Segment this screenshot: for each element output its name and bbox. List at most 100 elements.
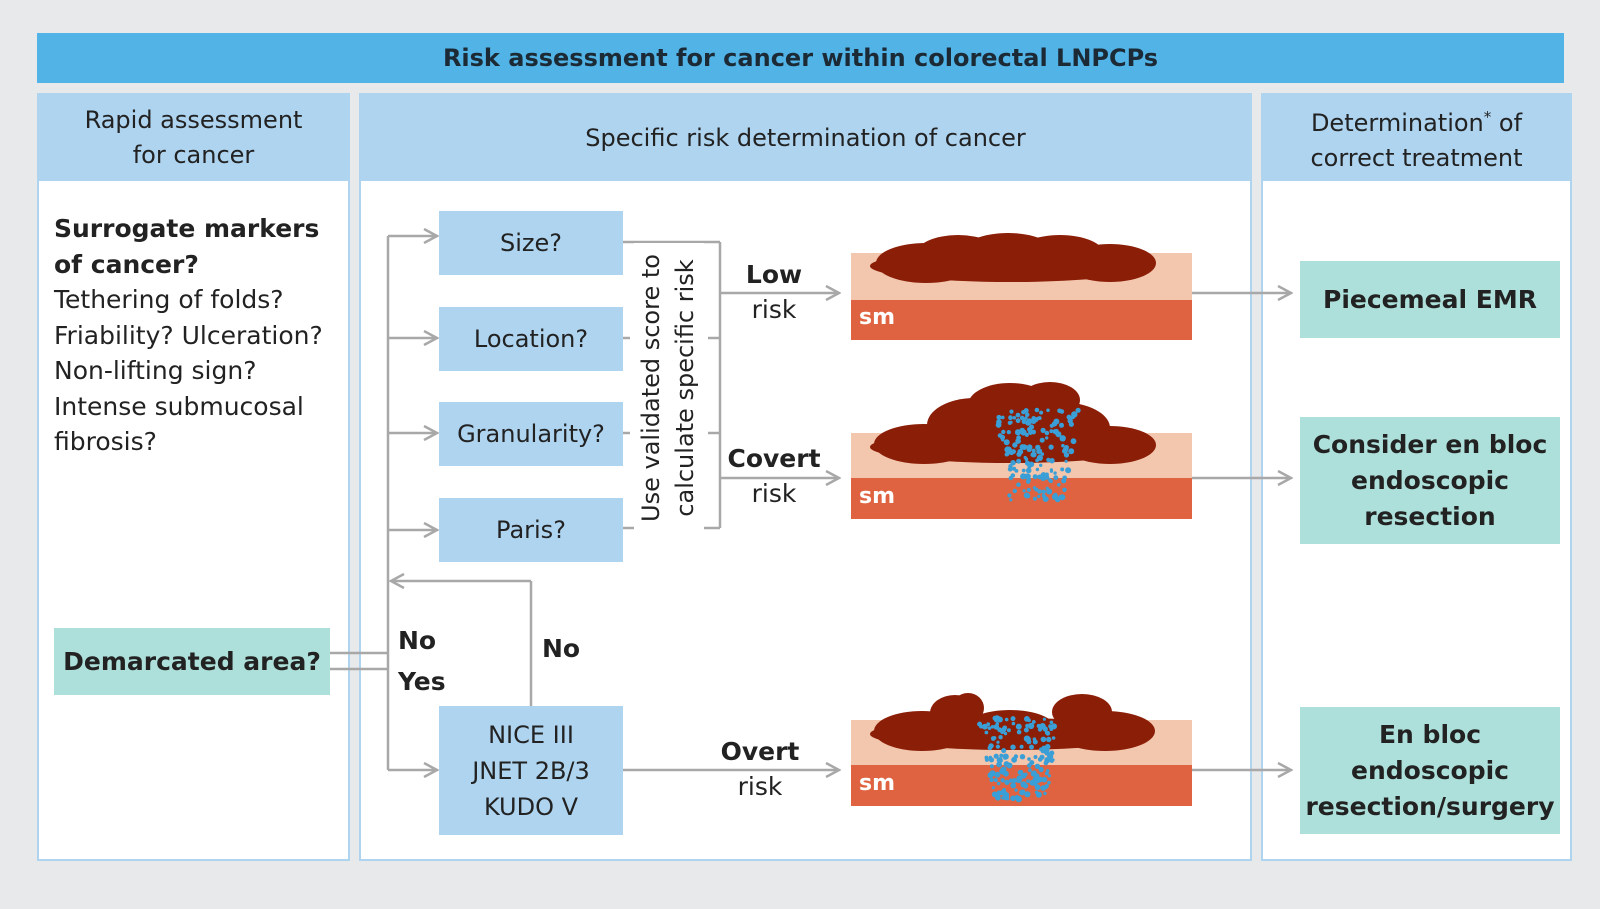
cancer-cell-dot: [1005, 451, 1010, 457]
submucosa-label: sm: [859, 484, 896, 509]
risk-level: Low: [745, 260, 803, 289]
cancer-cell-dot: [1032, 496, 1037, 501]
surrogate-heading: of cancer?: [54, 249, 199, 279]
cancer-cell-dot: [1019, 789, 1025, 796]
panel-header-specific-risk: Specific risk determination of cancer: [361, 95, 1250, 181]
cancer-cell-dot: [1039, 754, 1045, 760]
cancer-cell-dot: [995, 744, 1001, 749]
cancer-cell-dot: [1032, 474, 1038, 480]
cancer-cell-dot: [996, 781, 1001, 786]
cancer-cell-dot: [1048, 754, 1053, 759]
score-line: calculate specific risk: [671, 259, 699, 517]
cancer-cell-dot: [1012, 488, 1017, 494]
cancer-cell-dot: [1041, 489, 1047, 494]
cancer-cell-dot: [988, 755, 993, 760]
cancer-cell-dot: [1021, 419, 1027, 425]
cancer-cell-dot: [1014, 469, 1019, 473]
cancer-cell-dot: [1039, 437, 1045, 443]
cancer-cell-dot: [1063, 452, 1070, 458]
cancer-cell-dot: [1015, 723, 1022, 730]
cancer-cell-dot: [1041, 493, 1046, 498]
cancer-cell-dot: [1048, 444, 1054, 450]
cancer-cell-dot: [1026, 444, 1033, 451]
cancer-cell-dot: [1049, 423, 1054, 428]
treatment-line: Consider en bloc: [1312, 429, 1548, 459]
cancer-cell-dot: [1040, 785, 1046, 791]
treatment-line: En bloc: [1378, 719, 1482, 749]
cancer-cell-dot: [1051, 736, 1056, 740]
cancer-cell-dot: [1049, 727, 1054, 731]
criterion-location: Location?: [439, 307, 623, 371]
cancer-cell-dot: [1004, 446, 1011, 453]
cancer-cell-dot: [1046, 736, 1052, 743]
cancer-cell-dot: [1023, 408, 1029, 414]
treatment-consider-en-bloc: Consider en bloc endoscopic resection: [1300, 417, 1560, 544]
cancer-cell-dot: [1041, 745, 1047, 751]
cancer-cell-dot: [1000, 778, 1005, 783]
cancer-cell-dot: [1003, 756, 1007, 760]
cancer-cell-dot: [1016, 778, 1021, 784]
cancer-cell-dot: [1031, 416, 1036, 421]
cancer-cell-dot: [991, 786, 996, 790]
branch-no-label: No: [398, 626, 437, 655]
cancer-cell-dot: [1043, 791, 1047, 796]
header-line: of: [1491, 109, 1523, 137]
cancer-cell-dot: [1051, 493, 1059, 500]
cancer-cell-dot: [1036, 448, 1043, 455]
cancer-cell-dot: [1009, 409, 1014, 414]
cancer-cell-dot: [1059, 409, 1065, 414]
cancer-cell-dot: [996, 716, 1003, 723]
cancer-cell-dot: [1029, 744, 1034, 750]
cancer-cell-dot: [1036, 416, 1040, 420]
cancer-cell-dot: [997, 433, 1003, 438]
cancer-cell-dot: [1039, 463, 1043, 467]
cancer-cell-dot: [1031, 452, 1037, 458]
cancer-cell-dot: [1008, 415, 1013, 421]
cancer-cell-dot: [993, 777, 998, 783]
cancer-cell-dot: [1010, 795, 1016, 802]
cancer-cell-dot: [1040, 736, 1047, 743]
cancer-cell-dot: [1024, 460, 1031, 466]
risk-label-covert: Covert risk: [724, 441, 824, 511]
cancer-cell-dot: [1022, 489, 1026, 493]
cancer-cell-dot: [984, 755, 989, 760]
header-line: Specific risk determination of cancer: [585, 123, 1026, 152]
cancer-cell-dot: [1008, 475, 1013, 481]
cancer-cell-dot: [1031, 448, 1036, 453]
cancer-cell-dot: [1029, 760, 1035, 766]
risk-label-overt: Overt risk: [710, 734, 810, 804]
cancer-cell-dot: [1021, 772, 1027, 779]
risk-label-low: Low risk: [724, 257, 824, 327]
cancer-cell-dot: [1033, 755, 1038, 759]
cancer-cell-dot: [1037, 727, 1043, 732]
cancer-cell-dot: [1015, 412, 1021, 418]
cancer-cell-dot: [1004, 779, 1010, 786]
cancer-cell-dot: [1011, 778, 1017, 784]
cancer-cell-dot: [1023, 492, 1030, 499]
criterion-granularity: Granularity?: [439, 402, 623, 466]
cancer-cell-dot: [1012, 442, 1018, 448]
cancer-cell-dot: [1047, 774, 1051, 778]
cancer-cell-dot: [996, 419, 1002, 425]
cancer-cell-dot: [1059, 422, 1064, 428]
cancer-cell-dot: [1041, 776, 1048, 783]
nice-jnet-kudo-box: NICE III JNET 2B/3 KUDO V: [439, 706, 623, 835]
cancer-cell-dot: [1021, 444, 1028, 450]
cancer-cell-dot: [999, 768, 1006, 775]
cancer-cell-dot: [1064, 445, 1069, 450]
cancer-cell-dot: [1023, 735, 1031, 742]
surrogate-item: Intense submucosal: [54, 391, 304, 421]
cancer-cell-dot: [1058, 495, 1063, 500]
cancer-cell-dot: [1070, 415, 1075, 420]
cancer-cell-dot: [989, 777, 994, 783]
cancer-cell-dot: [989, 764, 994, 769]
cancer-cell-dot: [1045, 497, 1049, 501]
cancer-cell-dot: [994, 771, 1001, 778]
cancer-cell-dot: [1021, 468, 1026, 473]
cancer-cell-dot: [1032, 770, 1037, 774]
cancer-cell-dot: [1010, 716, 1016, 722]
branch-no-return-label: No: [542, 634, 581, 663]
cancer-cell-dot: [1044, 743, 1051, 750]
cancer-cell-dot: [1049, 758, 1054, 764]
